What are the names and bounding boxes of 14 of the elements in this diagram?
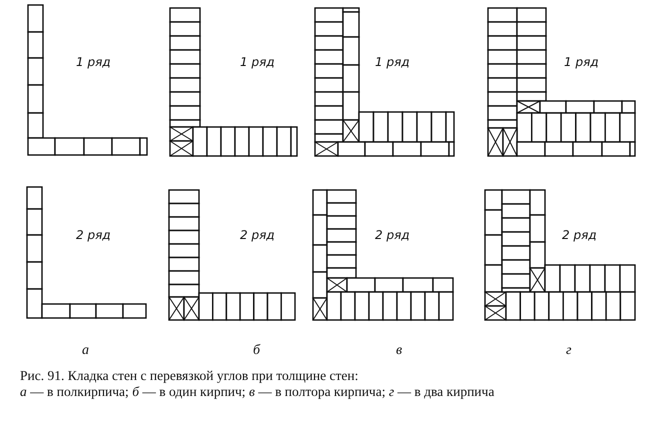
- course-label: 1 ряд: [375, 55, 410, 69]
- panel-letter: а: [82, 343, 89, 359]
- course-label: 2 ряд: [76, 228, 111, 242]
- panel-letter: г: [566, 343, 572, 359]
- figure-caption: Рис. 91. Кладка стен с перевязкой углов при толщине стен:: [20, 369, 360, 383]
- panel-letter: в: [396, 343, 402, 359]
- course-label: 2 ряд: [562, 228, 597, 242]
- course-label: 2 ряд: [240, 228, 275, 242]
- caption-legend: а — в полкирпича; б — в один кирпич; в — в полтора кирпича; г — в два кирпича: [20, 385, 635, 399]
- panel-letter: б: [253, 343, 260, 359]
- course-label: 1 ряд: [240, 55, 275, 69]
- course-label: 2 ряд: [375, 228, 410, 242]
- course-label: 1 ряд: [564, 55, 599, 69]
- course-label: 1 ряд: [76, 55, 111, 69]
